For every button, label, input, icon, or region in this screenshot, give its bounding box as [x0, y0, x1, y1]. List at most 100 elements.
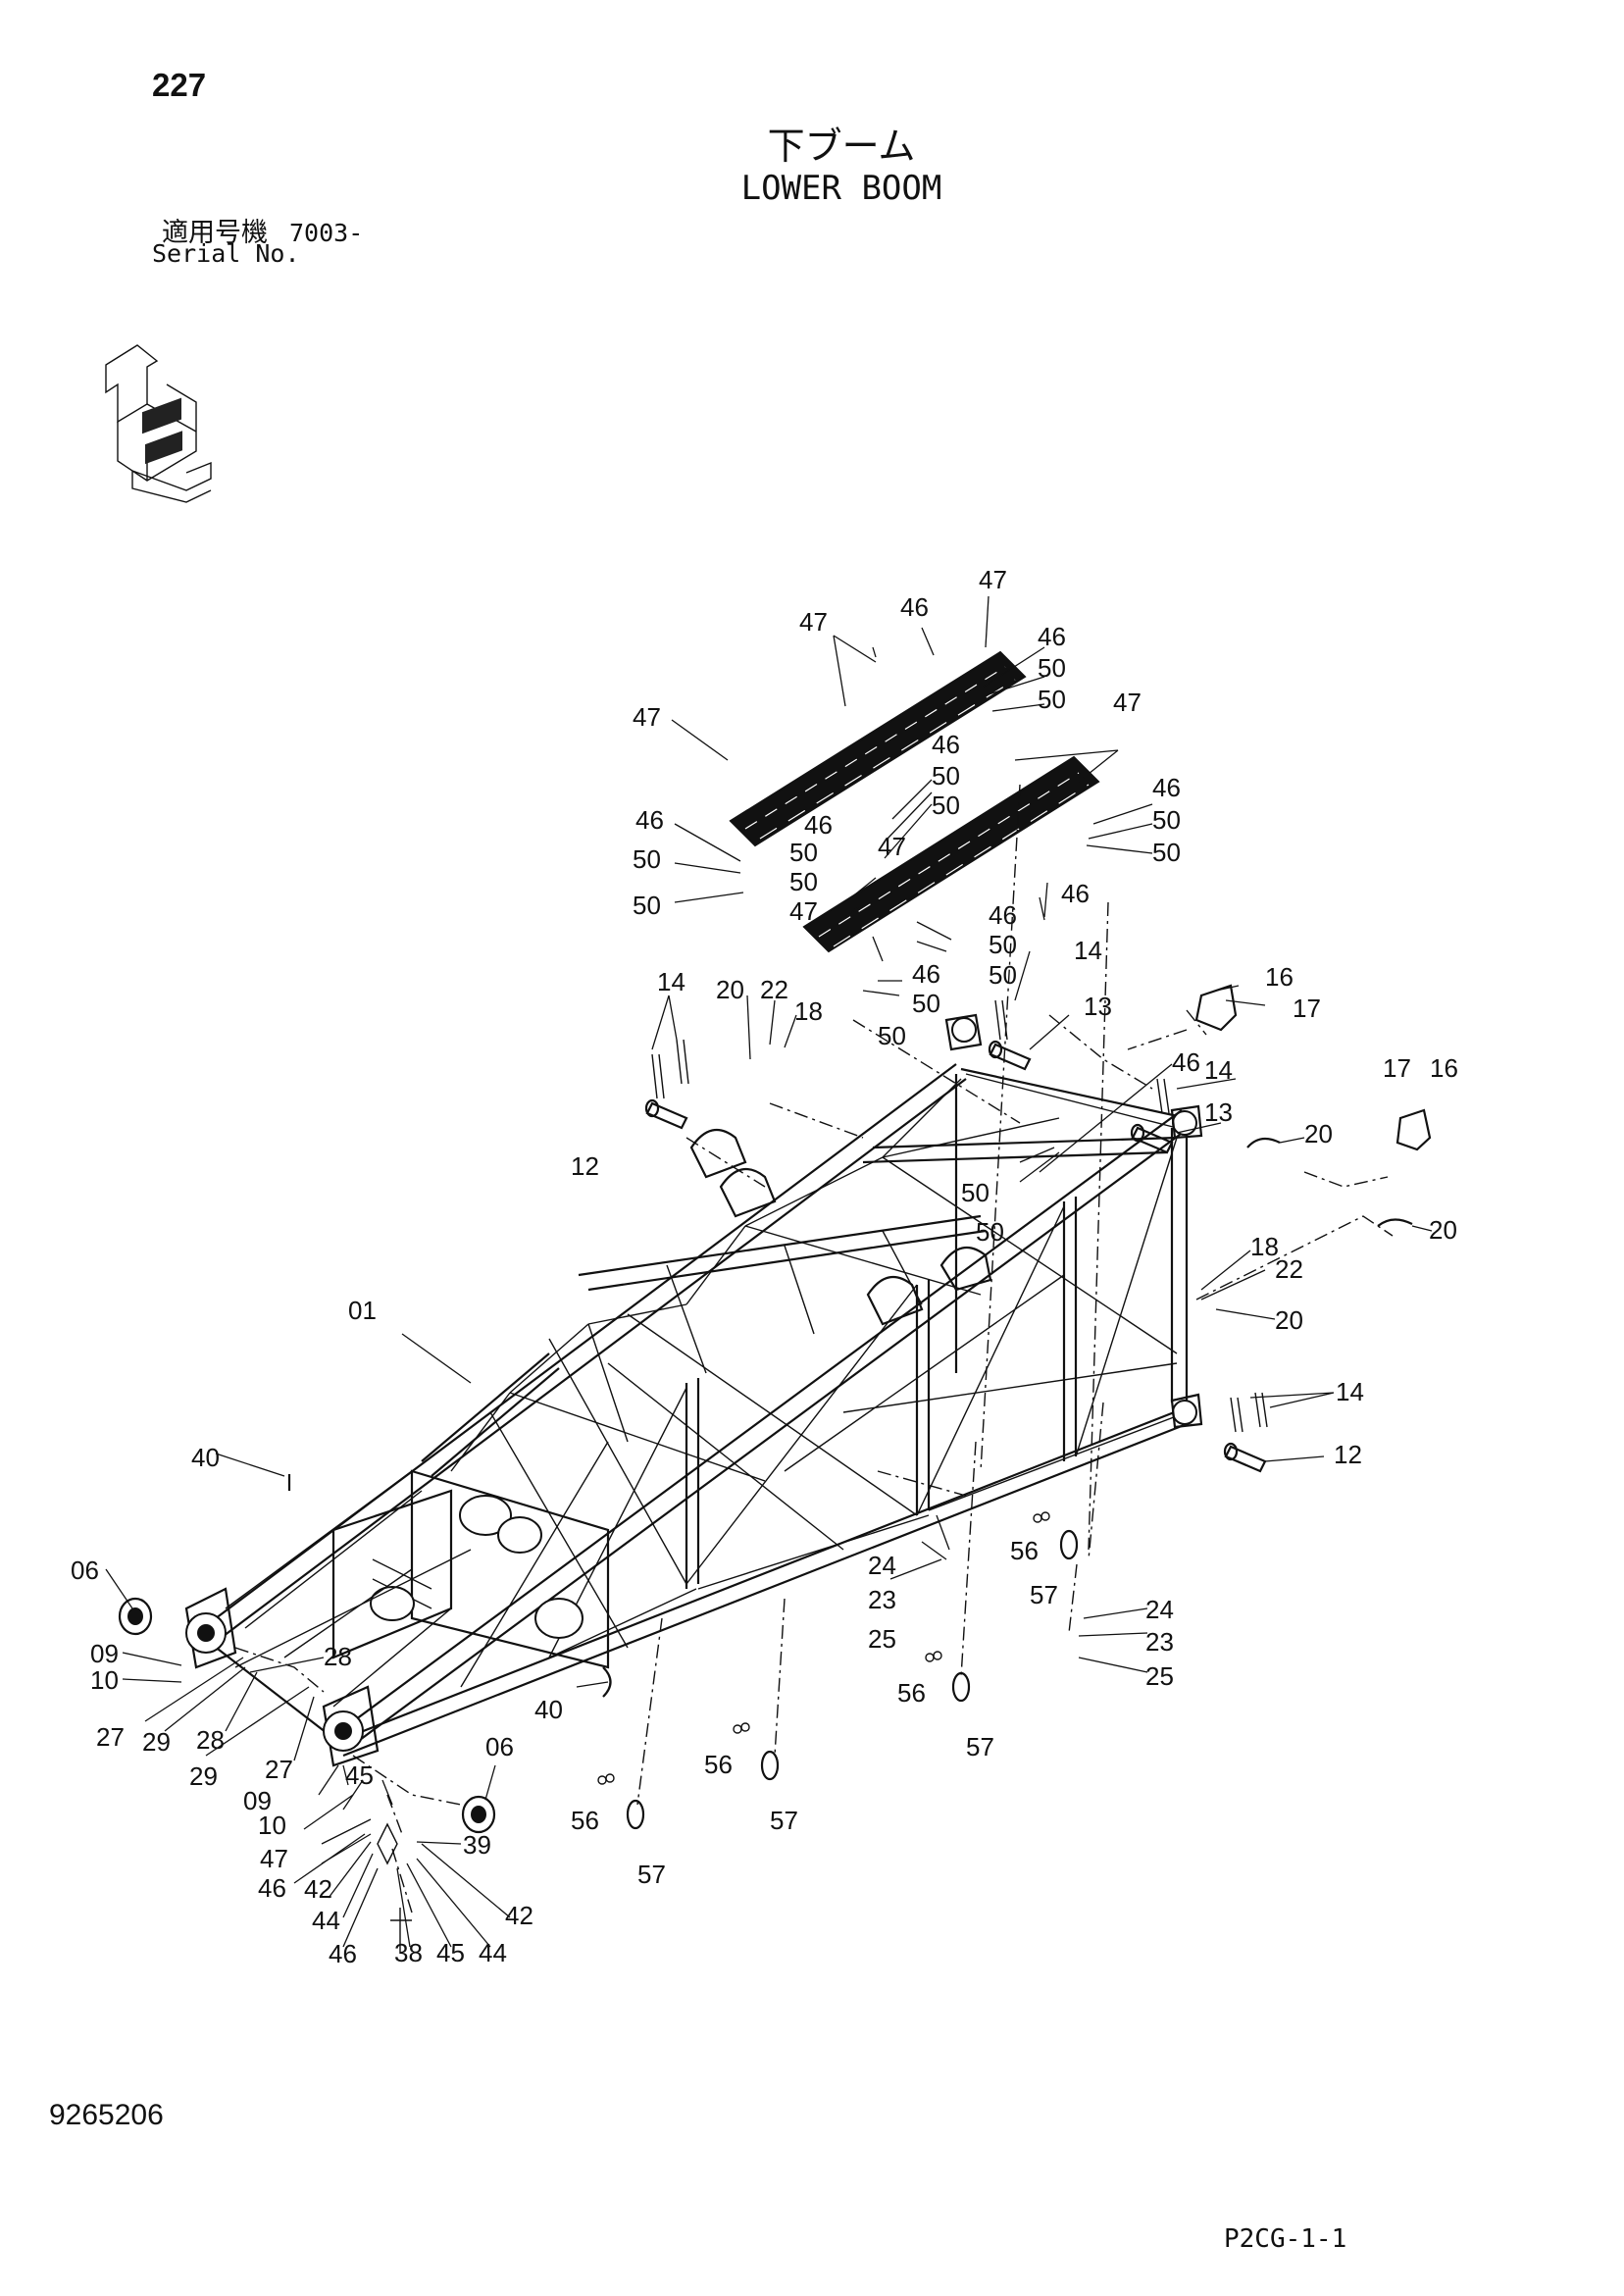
walkway-plate-upper: [729, 650, 1027, 847]
callout-16b: 16: [1430, 1053, 1458, 1083]
serial-value: 7003-: [289, 219, 364, 247]
callout-42a: 44: [312, 1906, 340, 1935]
callout-41b: 42: [505, 1901, 533, 1930]
callout-20a: 22: [760, 975, 788, 1004]
callout-53h: 50: [961, 1178, 990, 1207]
callout-09a: 09: [90, 1639, 119, 1668]
page-number: 227: [152, 67, 207, 103]
callout-46b-value: 46: [329, 1939, 357, 1968]
callout-19a: 20: [716, 975, 744, 1004]
callout-51c: 46: [1152, 773, 1181, 802]
callout-51g: 46: [912, 959, 940, 989]
orientation-icon: [105, 344, 212, 503]
assembly-lines: [234, 784, 1394, 1913]
callout-45-value: 45: [345, 1760, 374, 1790]
callout-46b-label: 46: [329, 1939, 357, 1969]
serial-label-jp-text: 適用号機: [162, 218, 268, 247]
callout-54d: 50: [633, 891, 661, 920]
callout-12b: 12: [1334, 1440, 1362, 1469]
callout-13b: 13: [1204, 1097, 1233, 1127]
callout-24b: 24: [1145, 1595, 1174, 1624]
callout-28b: 28: [196, 1725, 225, 1755]
document-number: 9265206: [49, 2099, 164, 2131]
callout-47-value: 47: [260, 1844, 288, 1873]
callout-51h: 46: [1172, 1047, 1200, 1077]
callout-29b: 29: [189, 1761, 218, 1791]
callout-56d: 56: [571, 1806, 599, 1835]
callout-06a: 06: [71, 1556, 99, 1585]
callout-52e: 47: [878, 832, 906, 861]
callout-25b: 25: [1145, 1661, 1174, 1691]
callout-51e: 46: [804, 810, 833, 840]
callout-54c: 50: [1152, 838, 1181, 867]
callout-06b: 06: [485, 1732, 514, 1761]
callout-23a: 23: [868, 1585, 896, 1614]
callout-39: 39: [463, 1830, 491, 1860]
callout-53f: 50: [989, 930, 1017, 959]
callout-54h: 50: [976, 1217, 1004, 1247]
callout-56b: 56: [897, 1678, 926, 1708]
callout-54e: 50: [789, 867, 818, 896]
callout-10a: 10: [90, 1665, 119, 1695]
callout-25a: 25: [868, 1624, 896, 1654]
callout-54a: 50: [1038, 685, 1066, 714]
callout-50a: 46: [900, 592, 929, 622]
callout-53g: 50: [912, 989, 940, 1018]
callout-10b: 10: [258, 1811, 286, 1840]
callout-14c: 14: [1204, 1055, 1233, 1085]
callout-29a: 29: [142, 1727, 171, 1757]
callout-42b: 44: [479, 1938, 507, 1967]
callout-24a: 24: [868, 1551, 896, 1580]
callout-12a: 12: [571, 1151, 599, 1181]
callout-28a: 28: [324, 1642, 352, 1671]
walkway-plate-lower: [802, 755, 1100, 953]
callout-52d: 47: [633, 702, 661, 732]
callout-22b: 20: [1429, 1215, 1457, 1245]
leader-lines: [105, 595, 1433, 1948]
callout-44: 45: [436, 1938, 465, 1967]
callout-14b: 14: [1074, 936, 1102, 965]
callout-40b: 40: [534, 1695, 563, 1724]
callout-56a: 56: [1010, 1536, 1039, 1565]
callout-52c: 47: [1113, 688, 1142, 717]
callout-27b: 27: [265, 1755, 293, 1784]
callout-51d: 46: [635, 805, 664, 835]
title-japanese: 下ブーム: [767, 127, 916, 168]
callout-13a: 13: [1084, 992, 1112, 1021]
title-english: LOWER BOOM: [740, 169, 942, 208]
callout-17a: 18: [794, 996, 823, 1026]
callout-51f: 46: [989, 900, 1017, 930]
callout-46a-value: 46: [258, 1873, 286, 1903]
callout-51a: 46: [1038, 622, 1066, 651]
serial-label-japanese: 適用号機 7003-: [162, 211, 363, 249]
lower-boom-frame: [184, 1013, 1203, 1767]
callout-labels: 46 47 47 46 50 50 47 47 46 50 50 46 50 5…: [71, 565, 1458, 1967]
callout-53d: 50: [633, 844, 661, 874]
callout-22a: 20: [1304, 1119, 1333, 1148]
callout-51b: 46: [932, 730, 960, 759]
callout-01: 01: [348, 1296, 377, 1325]
callout-54g: 50: [878, 1021, 906, 1050]
callout-17b: 18: [1250, 1232, 1279, 1261]
callout-53a: 50: [1038, 653, 1066, 683]
callout-38: 38: [394, 1938, 423, 1967]
callout-40a: 40: [191, 1443, 220, 1472]
callout-53e: 50: [789, 838, 818, 867]
callout-45-label: 45: [345, 1760, 374, 1791]
callout-53b: 50: [932, 761, 960, 791]
callout-57a: 57: [1030, 1580, 1058, 1609]
serial-label-english: Serial No.: [152, 239, 300, 268]
callout-50b: 46: [1061, 879, 1090, 908]
callout-19b: 20: [1275, 1305, 1303, 1335]
callout-57b: 57: [966, 1732, 994, 1761]
callout-54f: 50: [989, 960, 1017, 990]
callout-52f: 47: [789, 896, 818, 926]
callout-47-label: 47: [260, 1844, 288, 1874]
callout-57d: 57: [637, 1860, 666, 1889]
callout-09b: 09: [243, 1786, 272, 1815]
callout-57c: 57: [770, 1806, 798, 1835]
callout-14d: 14: [1336, 1377, 1364, 1406]
callout-41a: 42: [304, 1874, 332, 1904]
callout-23b: 23: [1145, 1627, 1174, 1657]
